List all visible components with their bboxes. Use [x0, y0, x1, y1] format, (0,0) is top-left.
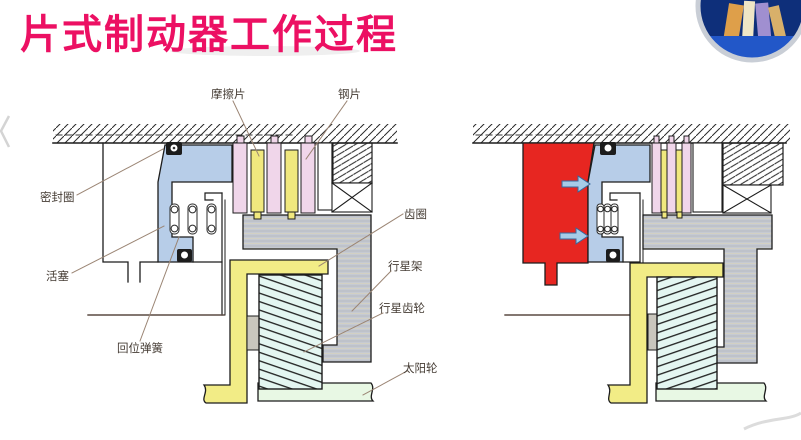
label-planet-gear: 行星齿轮: [379, 301, 425, 315]
page-title: 片式制动器工作过程: [20, 12, 398, 58]
label-steel-plate: 钢片: [338, 87, 361, 101]
label-seal-ring: 密封圈: [40, 190, 75, 204]
spring-retainer: [609, 192, 641, 201]
seal-ring-bottom: [180, 250, 189, 260]
label-sun-gear: 太阳轮: [403, 361, 438, 375]
friction-plate-tab: [253, 211, 262, 220]
planet-gear-cylinder: [656, 276, 718, 390]
piston-body: [157, 144, 233, 263]
seal-dot: [172, 146, 176, 150]
books-logo-icon: [695, 0, 801, 63]
friction-plate-tab: [287, 211, 296, 220]
disc-pack: [232, 135, 316, 220]
friction-plate-tab: [676, 211, 683, 219]
seal-ring-bottom: [608, 250, 618, 260]
planet-gear-pin: [647, 313, 658, 351]
housing-block: [331, 142, 373, 184]
title-shadow-smudge: [170, 46, 360, 56]
planet-gear-cylinder: [258, 274, 323, 390]
spring-retainer: [204, 192, 223, 201]
cylinder-wall: [102, 142, 159, 283]
planet-gear-pin: [246, 315, 260, 351]
steel-plate: [266, 142, 282, 214]
steel-plate: [681, 142, 692, 214]
piston-body: [587, 144, 651, 263]
leader-lines: [71, 100, 408, 396]
friction-plate: [250, 149, 265, 213]
bearing-section-box: [331, 182, 373, 213]
return-springs: [169, 203, 217, 235]
pressure-oil-chamber: [522, 142, 595, 286]
friction-plate-tab: [661, 211, 668, 219]
pressure-arrow-icon: [559, 175, 591, 245]
carrier-bracket: [202, 259, 329, 404]
label-piston: 活塞: [46, 269, 69, 283]
steel-plate: [300, 142, 316, 214]
disc-pack-compressed: [651, 135, 692, 219]
left-diagram-brake-released: 摩擦片 钢片 密封圈 活塞 回位弹簧 齿圈 行星架 行星齿轮 太阳轮: [40, 87, 438, 404]
return-springs-compressed: [596, 203, 619, 235]
left-edge-mark: [0, 115, 11, 148]
ring-gear-drum: [242, 214, 372, 363]
steel-plate: [232, 142, 248, 214]
housing-hatch-band: [473, 124, 790, 143]
backing-plate: [692, 142, 723, 213]
friction-plate: [284, 149, 299, 213]
bearing-section-box: [722, 184, 772, 214]
corner-swoosh: [743, 411, 801, 431]
housing-block: [722, 142, 784, 186]
label-ring-gear: 齿圈: [404, 207, 427, 221]
backing-plate: [317, 142, 334, 211]
label-planet-carrier: 行星架: [388, 259, 423, 273]
steel-plate: [666, 142, 677, 214]
seal-ring-top: [603, 143, 613, 153]
housing-hatch-band: [53, 124, 397, 143]
right-diagram-brake-applied: [472, 124, 790, 404]
friction-plate: [675, 149, 683, 214]
label-return-spring: 回位弹簧: [117, 341, 163, 355]
friction-plate: [660, 149, 668, 214]
label-friction-plate: 摩擦片: [211, 87, 246, 101]
steel-plate: [651, 142, 662, 214]
